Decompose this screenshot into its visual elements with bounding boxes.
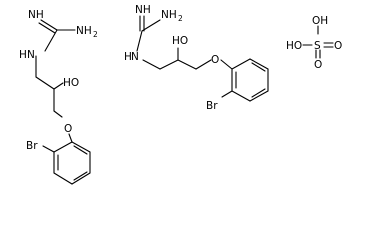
bond <box>231 58 251 70</box>
atom-label-ho-left: HO <box>286 40 302 52</box>
atom-label-nh: NH <box>135 4 151 16</box>
bond <box>53 141 73 153</box>
atom-label-oh-top: OH <box>312 15 328 27</box>
bond <box>42 145 55 153</box>
bond <box>177 59 197 70</box>
bond <box>44 29 58 52</box>
atom-label-h: H <box>124 51 132 63</box>
bond <box>35 76 55 90</box>
bond <box>251 88 266 98</box>
structure-diagram: NH NH 2 N H HO O Br <box>19 4 342 185</box>
sulfuric-acid: OH HO S O O <box>286 15 342 71</box>
bond <box>251 62 266 72</box>
atom-label-n: N <box>131 51 139 63</box>
bond <box>221 90 233 98</box>
bond <box>141 19 161 32</box>
atom-label-bromo: Br <box>26 140 38 152</box>
bond <box>220 59 233 70</box>
atom-label-ether-o: O <box>211 54 219 66</box>
bond <box>249 58 269 70</box>
bond <box>159 59 179 70</box>
atom-label-o-right: O <box>334 40 342 52</box>
bond <box>53 110 63 118</box>
bond <box>231 90 251 102</box>
atom-label-nh: NH <box>28 9 44 21</box>
bond <box>73 145 88 155</box>
bond <box>40 19 58 31</box>
bond <box>71 172 91 185</box>
atom-label-sulfur: S <box>314 40 321 52</box>
atom-label-hydroxyl: HO <box>63 77 79 89</box>
molecule-right: NH NH 2 N H HO O Br <box>124 4 269 112</box>
atom-label-h: H <box>19 49 27 61</box>
molecule-left: NH NH 2 N H HO O Br <box>19 9 98 185</box>
atom-label-nh2: NH <box>161 9 177 21</box>
bond <box>38 22 56 34</box>
atom-label-n: N <box>27 49 35 61</box>
bond <box>71 141 91 153</box>
bond <box>53 172 73 185</box>
atom-label-subscript: 2 <box>93 30 98 39</box>
bond <box>195 59 212 70</box>
bond <box>249 90 269 102</box>
bond <box>73 171 88 181</box>
atom-label-o-bottom: O <box>314 59 322 71</box>
bond <box>53 82 64 90</box>
bond <box>136 30 143 52</box>
atom-label-bromo: Br <box>206 100 218 112</box>
atom-label-subscript: 2 <box>178 14 183 23</box>
atom-label-ether-o: O <box>64 123 72 135</box>
bond <box>68 133 73 143</box>
atom-label-nh2: NH <box>76 25 92 37</box>
atom-label-hydroxyl: HO <box>172 35 188 47</box>
bond <box>142 59 161 70</box>
